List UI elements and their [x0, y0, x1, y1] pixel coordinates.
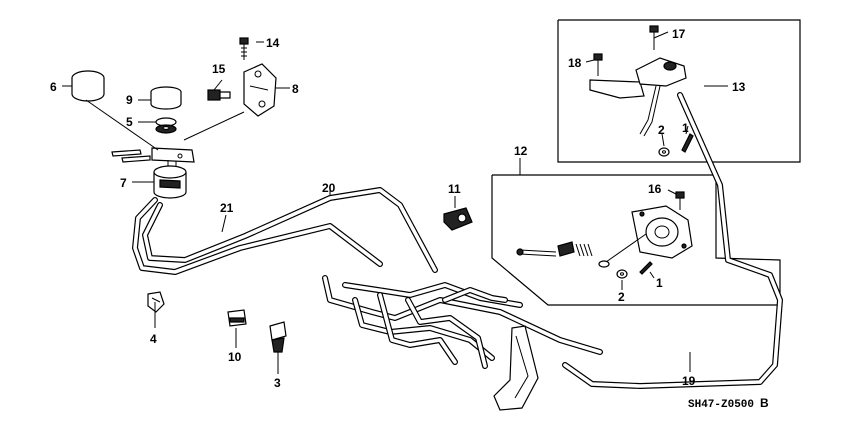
part-10-clip — [227, 309, 247, 327]
callout-18: 18 — [568, 56, 582, 70]
callout-labels: 6 9 5 7 14 15 8 11 20 21 4 10 3 19 13 17… — [50, 27, 746, 390]
callout-14: 14 — [266, 36, 280, 50]
part-5-seal — [155, 117, 177, 134]
hose-21 — [132, 197, 383, 275]
callout-4: 4 — [150, 332, 157, 346]
callout-13: 13 — [732, 80, 746, 94]
leader-lines — [62, 31, 728, 374]
part-17-bolt — [649, 25, 659, 50]
callout-17: 17 — [672, 27, 686, 41]
hose-19 — [562, 92, 783, 389]
pipe-bundle — [322, 275, 603, 411]
hose-20 — [142, 187, 438, 273]
callout-16: 16 — [648, 182, 662, 196]
callout-21: 21 — [220, 201, 234, 215]
diagram-suffix: B — [760, 396, 769, 410]
callout-7: 7 — [120, 176, 127, 190]
part-16-bolt — [675, 191, 685, 210]
callout-11: 11 — [448, 182, 461, 196]
callout-2a: 2 — [658, 123, 665, 137]
callout-5: 5 — [126, 115, 133, 129]
part-6-cap — [71, 70, 105, 102]
part-11-clip — [443, 207, 473, 231]
part-2b-washer — [616, 269, 628, 279]
part-18-bolt — [593, 53, 603, 76]
callout-19: 19 — [682, 374, 696, 388]
callout-20: 20 — [322, 181, 336, 195]
callout-15: 15 — [212, 62, 226, 76]
callout-1b: 1 — [656, 276, 663, 290]
part-13-actuator — [589, 57, 687, 137]
part-14-bolt — [239, 37, 249, 60]
diagram-code: SH47-Z0500 — [688, 399, 754, 411]
callout-1a: 1 — [682, 121, 689, 135]
assembly-13-frame — [557, 19, 801, 163]
callout-2b: 2 — [618, 290, 625, 304]
part-12-actuator — [516, 205, 693, 268]
part-9-filter — [150, 86, 182, 110]
part-8-bracket — [243, 63, 277, 117]
part-2a-washer — [658, 147, 670, 157]
part-4-clip — [147, 291, 165, 313]
callout-3: 3 — [274, 376, 281, 390]
part-15-fitting — [207, 89, 231, 101]
callout-9: 9 — [126, 93, 133, 107]
assembly-12-frame — [491, 174, 781, 306]
callout-10: 10 — [228, 350, 242, 364]
callout-8: 8 — [292, 82, 299, 96]
part-3-clip — [269, 321, 287, 353]
part-1b-pin — [639, 261, 653, 275]
callout-12: 12 — [514, 144, 528, 158]
callout-6: 6 — [50, 80, 57, 94]
part-1a-pin — [681, 133, 694, 153]
part-7-solenoid — [111, 147, 195, 199]
